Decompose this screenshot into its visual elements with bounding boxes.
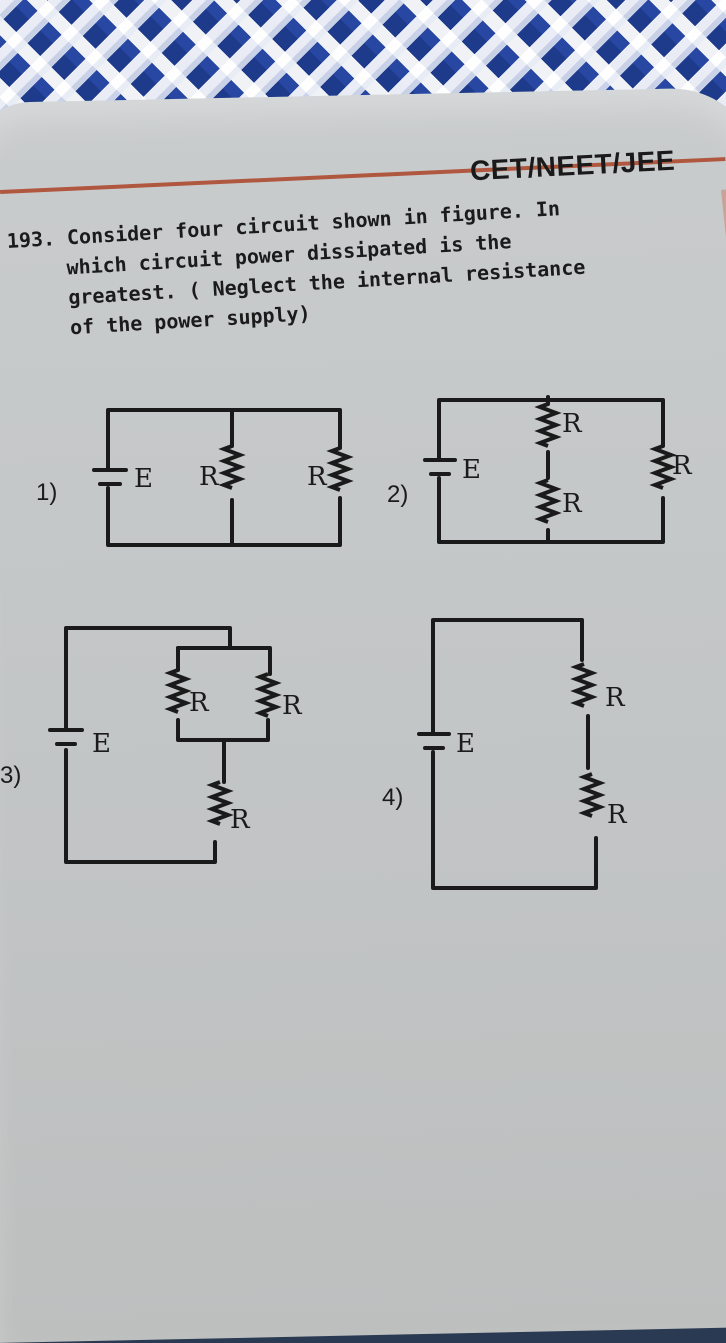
option-3-resistor-3-label: R [230,805,251,835]
option-4-resistor-1-label: R [605,683,626,713]
option-2-resistor-1-label: R [562,409,583,439]
circuit-option-1: 1) E R R [36,408,354,547]
option-1-resistor-1-label: R [199,462,220,492]
circuit-option-2: 2) E R R R [387,395,693,544]
option-2-source-label: E [462,455,481,485]
resistor-icon [254,672,282,718]
option-2-label: 2) [387,481,408,508]
option-4-source-label: E [456,729,475,759]
option-3-resistor-1-label: R [189,688,210,718]
resistor-icon [206,780,234,826]
option-4-resistor-2-label: R [607,800,628,830]
option-3-source-label: E [92,729,111,759]
resistor-icon [164,668,192,714]
resistor-icon [326,446,354,492]
option-2-resistor-3-label: R [672,451,693,481]
resistor-icon [570,662,598,708]
circuit-option-3: 3) E R R R [0,626,303,864]
circuit-option-4: 4) E R R [382,618,628,890]
resistor-icon [218,444,246,490]
resistor-icon [649,444,677,490]
option-3-resistor-2-label: R [282,691,303,721]
option-2-resistor-2-label: R [562,489,583,519]
option-4-label: 4) [382,784,403,811]
resistor-icon [578,772,606,818]
option-1-source-label: E [134,464,153,494]
option-1-resistor-2-label: R [307,462,328,492]
option-3-label: 3) [0,762,21,789]
option-1-label: 1) [36,479,57,506]
circuit-diagrams: 1) E R R 2) E R R R 3) [0,395,693,890]
resistor-icon [534,478,562,524]
resistor-icon [534,402,562,448]
